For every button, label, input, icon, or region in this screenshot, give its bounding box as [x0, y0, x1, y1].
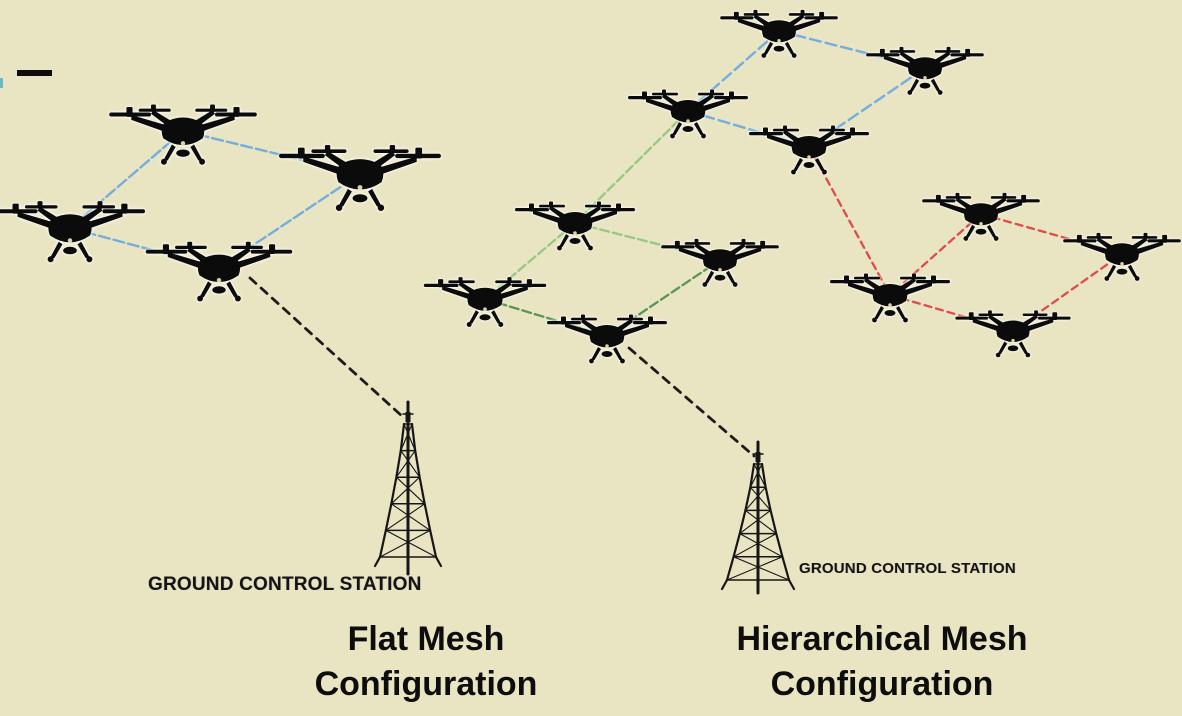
stray-mark-teal [0, 78, 3, 88]
red-cluster-link [888, 293, 1015, 333]
gcs-label-right: GROUND CONTROL STATION [799, 560, 1016, 577]
flat-link [217, 172, 362, 270]
caption-hierarchical-mesh-line1: Hierarchical Mesh [736, 620, 1028, 658]
tower-left-icon [373, 400, 443, 576]
drone-icon-blue-left [628, 89, 748, 139]
green-cluster-link [483, 221, 577, 301]
caption-flat-mesh-line1: Flat Mesh [347, 620, 505, 658]
mesh-links-layer [68, 29, 1124, 458]
drone-icon-green-left [423, 277, 547, 327]
drone-icon-red-bottom [955, 310, 1071, 358]
towers-layer [373, 400, 796, 595]
drone-icon-green-bottom [547, 314, 667, 364]
tower-right-icon [720, 440, 796, 595]
drone-icon-flat-right [279, 144, 441, 211]
gcs-uplink [248, 276, 405, 419]
red-cluster-link [1011, 252, 1124, 333]
caption-flat-mesh-line2: Configuration [314, 665, 538, 703]
drones-layer [0, 9, 1181, 364]
drone-icon-red-right [1063, 232, 1181, 281]
flat-link [68, 129, 185, 230]
drone-icon-blue-bottom [749, 125, 869, 175]
red-cluster-link [888, 212, 983, 297]
caption-flat-mesh: Flat Mesh Configuration [315, 617, 538, 707]
gcs-uplink [627, 346, 756, 458]
inter-cluster-link-green [573, 109, 690, 225]
drone-icon-flat-left [0, 201, 145, 263]
caption-hierarchical-mesh-line2: Configuration [770, 665, 994, 703]
stray-mark-bar [17, 70, 52, 76]
drone-icon-flat-top [109, 104, 257, 165]
drone-icon-flat-bottom [145, 241, 293, 302]
drone-icon-green-right [661, 238, 779, 287]
blue-cluster-link [686, 29, 781, 113]
drone-icon-blue-right [866, 46, 984, 95]
drone-icon-red-left [830, 273, 950, 323]
drone-icon-red-top [922, 192, 1040, 241]
drone-icon-blue-top [720, 9, 838, 58]
drone-icon-green-top [515, 201, 635, 251]
gcs-label-left: GROUND CONTROL STATION [148, 574, 422, 595]
caption-hierarchical-mesh: Hierarchical Mesh Configuration [736, 617, 1027, 707]
blue-cluster-link [777, 29, 927, 70]
